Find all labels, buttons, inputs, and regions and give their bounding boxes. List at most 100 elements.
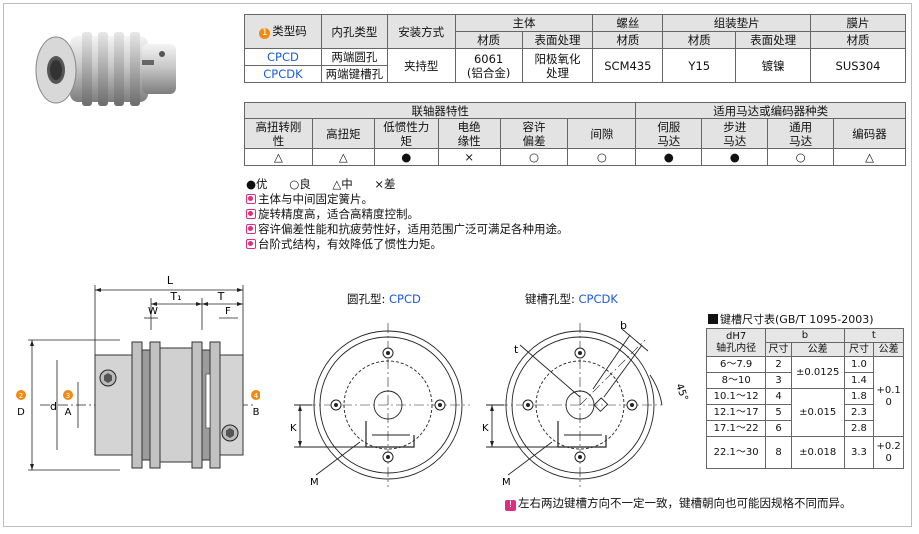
header-high-torque: 高扭矩 [311, 118, 375, 149]
keyway-orientation-note: !左右两边键槽方向不一定一致，键槽朝向也可能因规格不同而异。 [505, 495, 852, 511]
dim-B: B [253, 407, 260, 418]
body-surface-value: 阳极氧化 处理 [521, 48, 594, 83]
header-tolerance: 公差 [790, 342, 845, 357]
dim-b: b [620, 319, 627, 332]
col-bore-type: 内孔类型 [320, 14, 388, 49]
col-mount: 安装方式 [386, 14, 456, 49]
sub-material: 材质 [592, 31, 664, 49]
feature-4: 台阶式结构，有效降低了惯性力矩。 [246, 237, 442, 252]
header-misalignment: 容许 偏差 [499, 118, 569, 149]
col-washer: 组装垫片 [662, 14, 812, 32]
badge-1: 1 [259, 28, 271, 39]
header-torsional-rigidity: 高扭转刚 性 [244, 118, 313, 149]
dim-L: L [167, 274, 174, 287]
bore-cpcd: 两端圆孔 [320, 48, 388, 66]
rating-stepper-motor: ● [701, 148, 769, 166]
mount-value: 夹持型 [386, 48, 456, 83]
header-servo-motor: 伺服 马达 [635, 118, 703, 149]
rating-encoder: △ [833, 148, 906, 166]
rating-low-inertia: ● [373, 148, 439, 166]
b-size: 8 [765, 436, 792, 469]
legend-excellent: ●优 [246, 177, 268, 191]
rating-misalignment: ○ [499, 148, 569, 166]
dim-D: D [17, 407, 25, 418]
b-size: 5 [765, 404, 792, 421]
header-shaft-bore: dH7 轴孔内径 [705, 328, 767, 357]
table-row-range: 6～7.9 [705, 356, 767, 373]
badge-2 [16, 390, 26, 400]
header-size: 尺寸 [765, 342, 792, 357]
point-icon [246, 239, 256, 249]
diaphragm-material-value: SUS304 [810, 48, 906, 83]
dim-M: M [502, 477, 511, 488]
sub-material: 材质 [810, 31, 906, 49]
header-stepper-motor: 步进 马达 [701, 118, 769, 149]
svg-text:3: 3 [66, 392, 70, 400]
col-diaphragm: 膜片 [810, 14, 906, 32]
point-icon [246, 224, 256, 234]
point-icon [246, 209, 256, 219]
group-coupling-characteristics: 联轴器特性 [243, 102, 637, 119]
header-general-motor: 通用 马达 [767, 118, 835, 149]
screw-material-value: SCM435 [592, 48, 664, 83]
table-row-range: 12.1～17 [705, 404, 767, 421]
group-applicable-motors: 适用马达或编码器种类 [635, 102, 906, 119]
warning-icon: ! [505, 500, 516, 511]
header-insulation: 电绝 缘性 [437, 118, 501, 149]
table-row-range: 10.1～12 [705, 388, 767, 405]
type-code-cpcdk: CPCDK [244, 65, 322, 83]
header-backlash: 间隙 [567, 118, 637, 149]
t-size: 1.0 [843, 356, 875, 373]
b-size: 3 [765, 372, 792, 389]
svg-text:2: 2 [19, 392, 23, 400]
header-b: b [765, 328, 845, 343]
dim-t: t [514, 343, 519, 356]
svg-text:4: 4 [254, 392, 259, 400]
sub-surface: 表面处理 [735, 31, 812, 49]
dim-T1: T₁ [169, 290, 181, 303]
keyway-bore-view: b t 45° K M [482, 319, 690, 488]
t-tolerance: +0.2 0 [873, 436, 904, 469]
sub-surface: 表面处理 [521, 31, 594, 49]
b-tolerance: ±0.015 [790, 388, 845, 437]
bore-cpcdk: 两端键槽孔 [320, 65, 388, 83]
t-tolerance: +0.1 0 [873, 356, 904, 437]
key-table-title: 键槽尺寸表(GB/T 1095-2003) [708, 311, 874, 327]
b-size: 2 [765, 356, 792, 373]
t-size: 3.3 [843, 436, 875, 469]
header-tolerance: 公差 [873, 342, 904, 357]
feature-2: 旋转精度高，适合高精度控制。 [246, 207, 419, 222]
legend-good: ○良 [289, 177, 311, 191]
t-size: 2.8 [843, 420, 875, 437]
b-tolerance: ±0.0125 [790, 356, 845, 389]
legend-poor: ×差 [374, 177, 396, 191]
dim-W: W [148, 306, 158, 317]
rating-legend: ●优 ○良 △中 ×差 [246, 177, 396, 192]
t-size: 2.3 [843, 404, 875, 421]
rating-backlash: ○ [567, 148, 637, 166]
washer-material-value: Y15 [662, 48, 737, 83]
rating-torsional-rigidity: △ [244, 148, 313, 166]
dim-d: d [50, 400, 57, 413]
table-row-range: 17.1～22 [705, 420, 767, 437]
feature-1: 主体与中间固定簧片。 [246, 192, 373, 207]
b-tolerance: ±0.018 [790, 436, 845, 469]
keyway-bore-title: 键槽孔型: CPCDK [525, 292, 618, 306]
rating-insulation: × [437, 148, 501, 166]
product-photo [35, 32, 176, 106]
header-size: 尺寸 [843, 342, 875, 357]
sub-material: 材质 [662, 31, 737, 49]
b-size: 6 [765, 420, 792, 437]
badge-3 [63, 390, 73, 400]
sub-material: 材质 [454, 31, 523, 49]
characteristics-table: 联轴器特性 适用马达或编码器种类 高扭转刚 性 高扭矩 低惯性力 矩 电绝 缘性… [243, 102, 906, 166]
type-code-cpcd: CPCD [244, 48, 322, 66]
dim-K: K [290, 423, 297, 434]
col-body: 主体 [454, 14, 594, 32]
point-icon [246, 194, 256, 204]
rating-servo-motor: ● [635, 148, 703, 166]
legend-medium: △中 [332, 177, 353, 191]
washer-surface-value: 镀镍 [735, 48, 812, 83]
side-view-drawing: L T₁ T W F 2 D d 3 A 4 B [16, 274, 260, 471]
